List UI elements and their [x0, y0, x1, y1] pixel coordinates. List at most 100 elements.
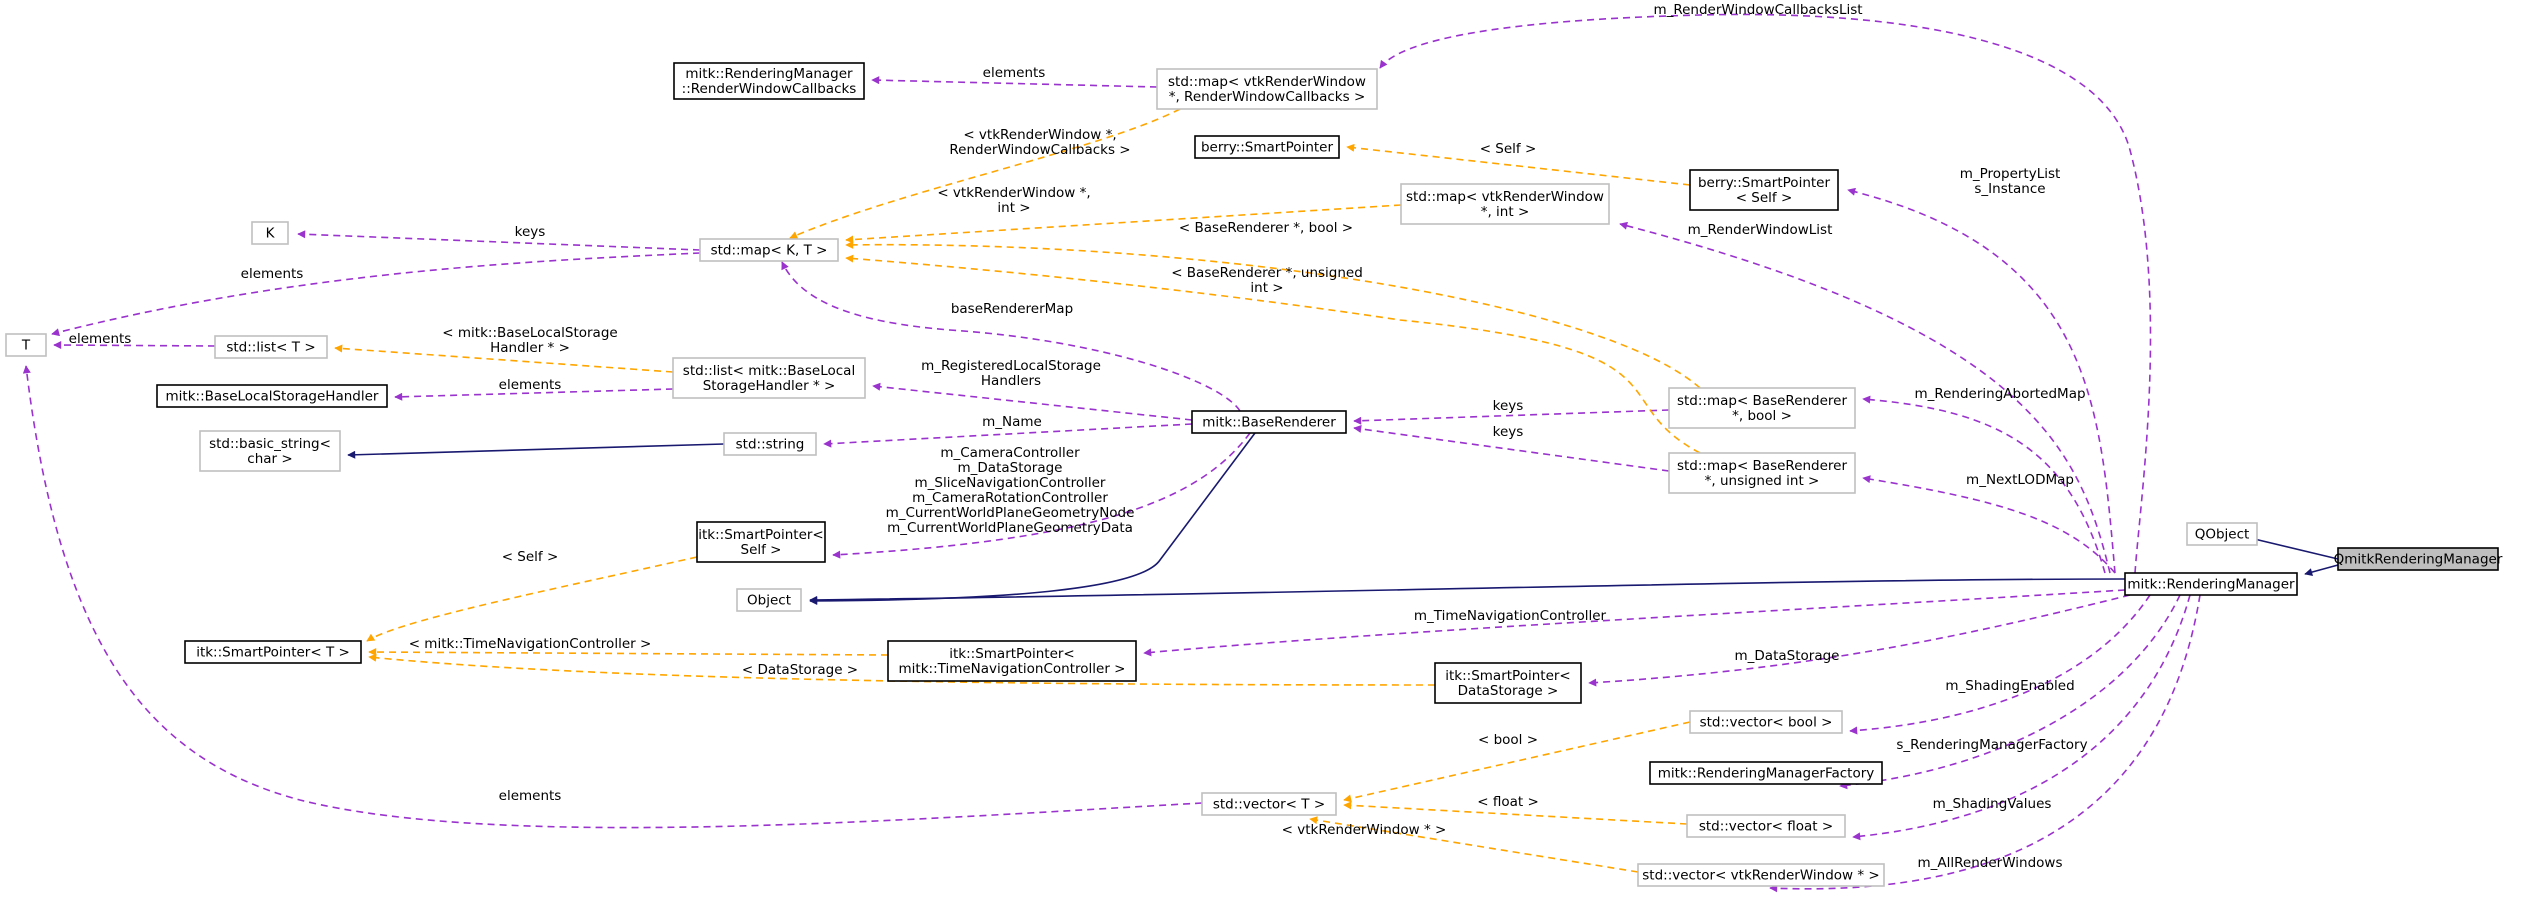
node-basic-string[interactable]: std::basic_string< char > [199, 430, 341, 472]
node-label: std::string [736, 437, 805, 453]
edge-label-tmpl-bool: < bool > [1478, 732, 1538, 748]
node-vec-rw[interactable]: std::vector< vtkRenderWindow * > [1637, 863, 1885, 887]
template-edge-32 [845, 254, 1701, 454]
template-edge-35 [368, 648, 889, 657]
node-rm[interactable]: mitk::RenderingManager [2124, 572, 2298, 596]
edge-label-shading-enabled: m_ShadingEnabled [1945, 678, 2074, 694]
node-qobject[interactable]: QObject [2186, 522, 2258, 546]
node-label: < Self > [1736, 190, 1793, 206]
node-box [1686, 814, 1846, 838]
edge-label-tmpl-vtk-rw: < vtkRenderWindow * > [1282, 822, 1447, 838]
node-list-bls[interactable]: std::list< mitk::BaseLocalStorageHandler… [672, 357, 866, 399]
node-box [1689, 169, 1839, 211]
edge-label-tmpl-br-bool: < BaseRenderer *, bool > [1179, 220, 1353, 236]
node-label: itk::SmartPointer< [1445, 668, 1570, 684]
edge-label-br-members: m_CameraRotationController [912, 490, 1108, 506]
template-edge-31 [845, 240, 1701, 389]
usage-edge-24 [1839, 594, 2181, 790]
node-label: berry::SmartPointer [1201, 140, 1334, 156]
node-box [1637, 863, 1885, 887]
edge-label-keys-k: keys [515, 224, 546, 240]
inheritance-edge-2 [809, 578, 2126, 604]
node-box [251, 221, 289, 245]
node-map-br-uint[interactable]: std::map< BaseRenderer *, unsigned int > [1668, 452, 1856, 494]
node-map-br-bool[interactable]: std::map< BaseRenderer *, bool > [1668, 387, 1856, 429]
node-label: std::map< vtkRenderWindow [1406, 189, 1604, 205]
node-label: *, int > [1481, 204, 1530, 220]
usage-edge-18 [1353, 425, 1670, 472]
node-label: QmitkRenderingManager [2334, 552, 2503, 568]
node-label: std::map< BaseRenderer [1677, 458, 1848, 474]
usage-edge-7 [1847, 187, 2116, 574]
node-box [184, 640, 362, 664]
inheritance-edge-3 [809, 432, 1256, 605]
edge-label-keys-uint: keys [1493, 424, 1524, 440]
edge-label-time-nav-controller: m_TimeNavigationController [1414, 608, 1607, 624]
node-map-kt[interactable]: std::map< K, T > [699, 238, 839, 262]
template-edge-34 [366, 556, 698, 642]
template-edge-28 [789, 108, 1181, 239]
node-itk-sp-self[interactable]: itk::SmartPointer< Self > [696, 521, 826, 563]
node-label: std::basic_string< [209, 436, 331, 452]
node-t[interactable]: T [5, 333, 47, 357]
edge-label-m-name: m_Name [982, 414, 1042, 430]
node-base-renderer[interactable]: mitk::BaseRenderer [1191, 410, 1347, 434]
node-label: std::vector< vtkRenderWindow * > [1642, 868, 1879, 884]
node-berry-sp[interactable]: berry::SmartPointer [1194, 135, 1340, 159]
node-label: std::map< vtkRenderWindow [1168, 74, 1366, 90]
node-list-t[interactable]: std::list< T > [214, 335, 328, 359]
edge-label-tmpl-bls: < mitk::BaseLocalStorage [442, 325, 617, 341]
node-box [2186, 522, 2258, 546]
inheritance-edge-4 [347, 443, 725, 459]
node-itk-sp-tnc[interactable]: itk::SmartPointer< mitk::TimeNavigationC… [887, 640, 1137, 682]
edge-label-tmpl-bls: Handler * > [490, 340, 570, 356]
edge-label-tmpl-rwc: RenderWindowCallbacks > [949, 142, 1130, 158]
node-itk-sp-t[interactable]: itk::SmartPointer< T > [184, 640, 362, 664]
node-blsh[interactable]: mitk::BaseLocalStorageHandler [156, 384, 388, 408]
node-label: *, unsigned int > [1705, 473, 1820, 489]
edge-label-tmpl-rw-int: int > [997, 200, 1030, 216]
inheritance-edge-0 [2245, 534, 2339, 560]
node-box [672, 357, 866, 399]
node-rmf[interactable]: mitk::RenderingManagerFactory [1649, 761, 1883, 785]
node-vec-float[interactable]: std::vector< float > [1686, 814, 1846, 838]
node-label: T [21, 338, 31, 354]
node-std-string[interactable]: std::string [723, 432, 817, 456]
node-rwc[interactable]: mitk::RenderingManager::RenderWindowCall… [673, 62, 865, 100]
node-label: std::map< BaseRenderer [1677, 393, 1848, 409]
node-box [1400, 183, 1610, 225]
node-berry-sp-self[interactable]: berry::SmartPointer< Self > [1689, 169, 1839, 211]
edge-label-property-list: s_Instance [1974, 181, 2045, 197]
usage-edge-11 [781, 261, 1241, 412]
node-label: mitk::BaseLocalStorageHandler [166, 389, 379, 405]
node-map-rwc[interactable]: std::map< vtkRenderWindow *, RenderWindo… [1156, 68, 1378, 110]
node-label: *, RenderWindowCallbacks > [1169, 89, 1366, 105]
usage-edge-6 [871, 76, 1158, 88]
node-label: mitk::RenderingManager [2127, 577, 2295, 593]
edge-label-tmpl-rwc: < vtkRenderWindow *, [963, 127, 1116, 143]
node-map-rw-int[interactable]: std::map< vtkRenderWindow *, int > [1400, 183, 1610, 225]
node-qmitk[interactable]: QmitkRenderingManager [2334, 547, 2503, 571]
node-box [696, 521, 826, 563]
node-vec-t[interactable]: std::vector< T > [1201, 792, 1337, 816]
node-vec-bool[interactable]: std::vector< bool > [1689, 710, 1843, 734]
node-k[interactable]: K [251, 221, 289, 245]
usage-edge-5 [1379, 13, 2152, 574]
edge-label-tmpl-br-uint: int > [1250, 280, 1283, 296]
inheritance-edge-1 [2304, 564, 2339, 576]
edge-label-self-berry: < Self > [1480, 141, 1537, 157]
node-object[interactable]: Object [736, 588, 802, 612]
usage-edge-26 [1852, 594, 2191, 841]
node-label: std::vector< bool > [1700, 715, 1833, 731]
template-edge-33 [334, 344, 674, 373]
node-itk-sp-ds[interactable]: itk::SmartPointer<DataStorage > [1434, 662, 1582, 704]
usage-edge-22 [1588, 594, 2131, 687]
node-label: StorageHandler * > [703, 378, 836, 394]
node-box [5, 333, 47, 357]
edge-label-elements-blsh: elements [499, 377, 562, 393]
node-label: *, bool > [1732, 408, 1792, 424]
node-box [1689, 710, 1843, 734]
usage-edge-25 [22, 365, 1203, 829]
usage-edge-14 [394, 388, 674, 401]
usage-edge-19 [1862, 475, 2116, 574]
